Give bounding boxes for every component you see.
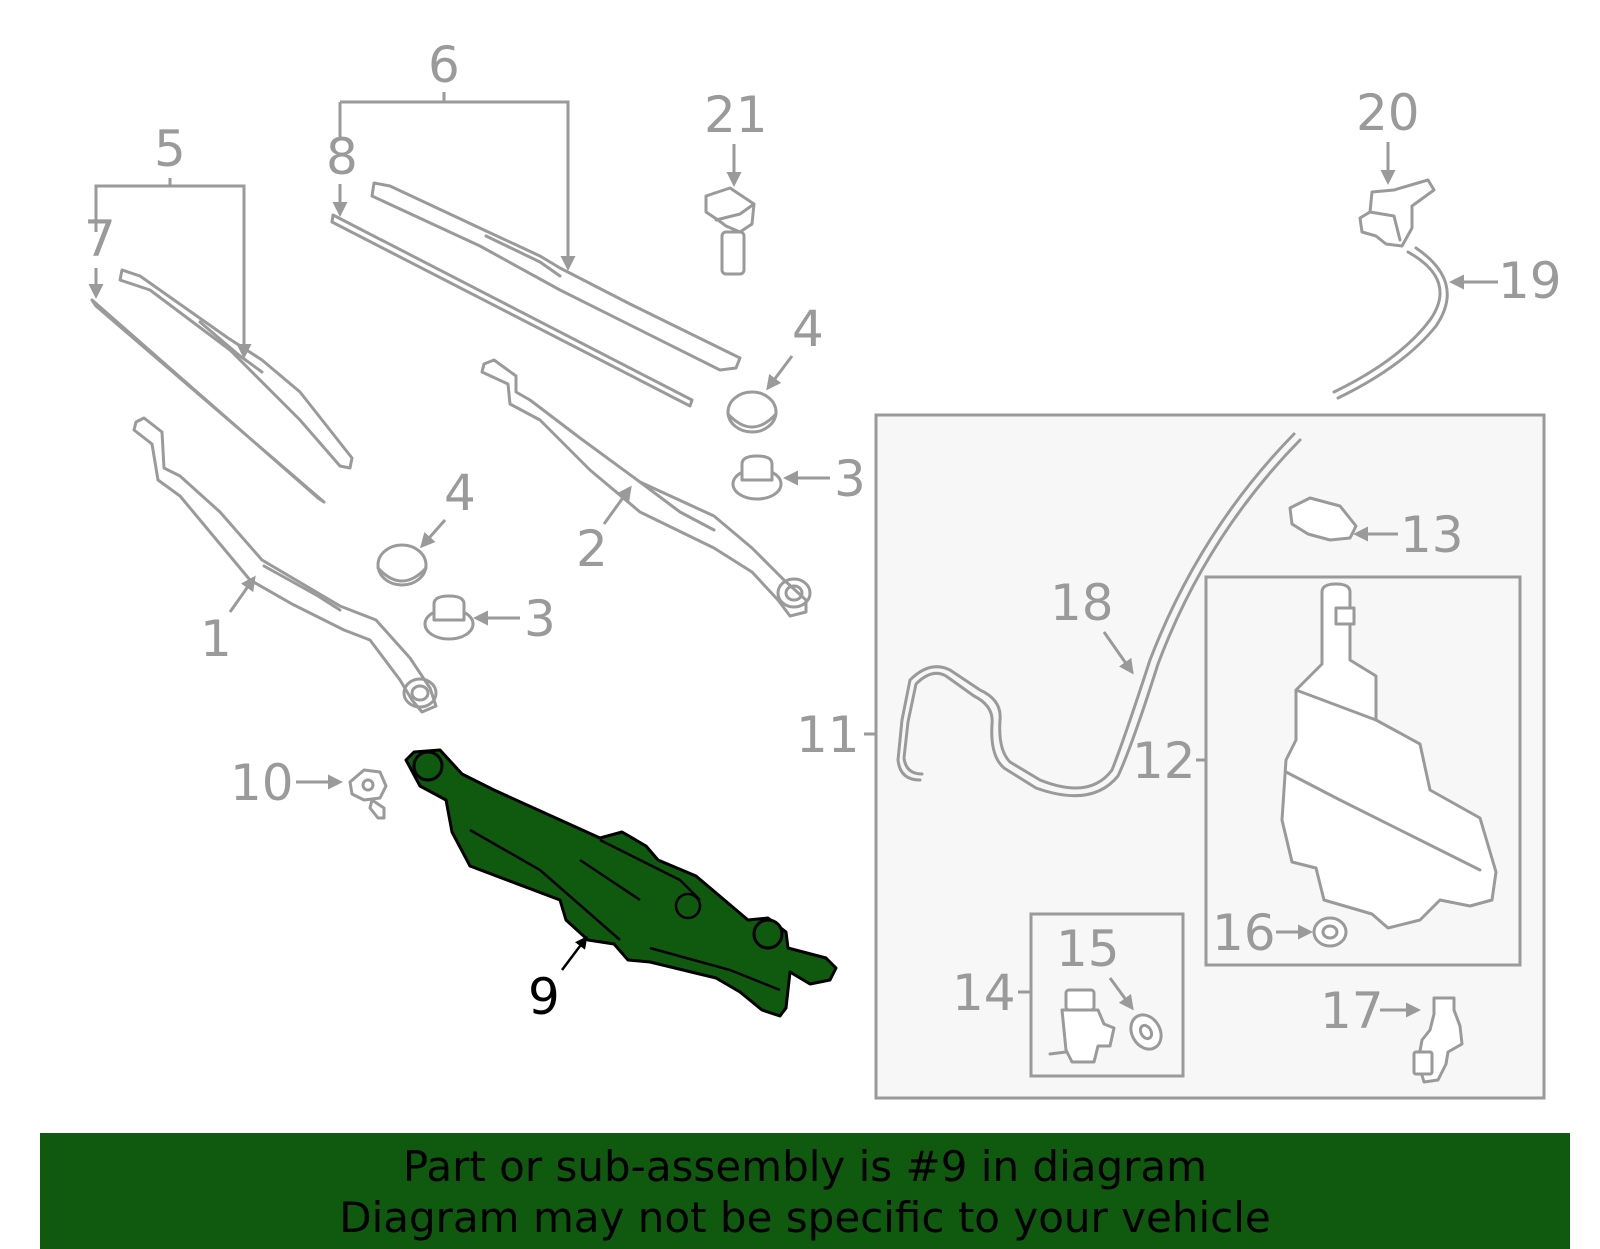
callout-21: 21 (704, 86, 768, 144)
banner-line-2: Diagram may not be specific to your vehi… (339, 1193, 1271, 1242)
part-15-pump-seal (1129, 1013, 1163, 1051)
banner-line-1: Part or sub-assembly is #9 in diagram (402, 1142, 1208, 1191)
callout-16: 16 (1212, 904, 1276, 962)
callout-8: 8 (326, 128, 358, 186)
part-14-washer-pump (1048, 988, 1116, 1064)
part-4-cap-lower (376, 543, 428, 587)
part-4-cap-upper (726, 390, 778, 434)
callout-labels: 5 7 6 8 21 20 19 4 3 4 3 2 1 10 9 13 18 … (84, 36, 1562, 1040)
leader-lines (88, 92, 1498, 1018)
part-2-wiper-arm (480, 358, 812, 618)
callout-19: 19 (1498, 252, 1562, 310)
part-20-washer-nozzle (1358, 178, 1436, 248)
part-8-blade-refill (330, 213, 694, 408)
callout-15: 15 (1056, 920, 1120, 978)
part-21-sensor (704, 186, 756, 276)
part-17-level-sensor (1412, 996, 1464, 1084)
part-19-washer-hose (1332, 246, 1449, 400)
part-5-wiper-blade (118, 268, 354, 470)
part-18-washer-hose (896, 432, 1302, 798)
part-16-grommet (1312, 916, 1348, 948)
part-3-nut-lower (423, 594, 475, 641)
callout-17: 17 (1320, 982, 1384, 1040)
callout-10: 10 (230, 754, 294, 812)
part-6-wiper-blade (370, 181, 742, 372)
callout-13: 13 (1400, 506, 1464, 564)
part-3-nut-upper (731, 454, 783, 501)
callout-3b: 3 (524, 590, 556, 648)
part-1-wiper-arm (132, 416, 438, 714)
callout-4a: 4 (792, 300, 824, 358)
callout-20: 20 (1356, 84, 1420, 142)
callout-1: 1 (200, 610, 232, 668)
callout-11: 11 (796, 706, 860, 764)
callout-6: 6 (428, 36, 460, 94)
callout-2: 2 (576, 520, 608, 578)
info-banner: Part or sub-assembly is #9 in diagram Di… (40, 1133, 1570, 1249)
part-7-blade-refill (90, 298, 326, 504)
part-10-bolt (348, 768, 388, 820)
part-12-washer-reservoir (1280, 582, 1498, 930)
callout-5: 5 (154, 120, 186, 178)
part-13-filler-cap (1288, 496, 1358, 542)
part-9-wiper-linkage-motor (404, 748, 838, 1018)
callout-14: 14 (952, 964, 1016, 1022)
callout-7: 7 (84, 210, 116, 268)
callout-4b: 4 (444, 464, 476, 522)
callout-3a: 3 (834, 450, 866, 508)
callout-12: 12 (1132, 732, 1196, 790)
callout-9: 9 (528, 968, 560, 1026)
callout-18: 18 (1050, 574, 1114, 632)
pump-inner-box (1029, 912, 1185, 1078)
